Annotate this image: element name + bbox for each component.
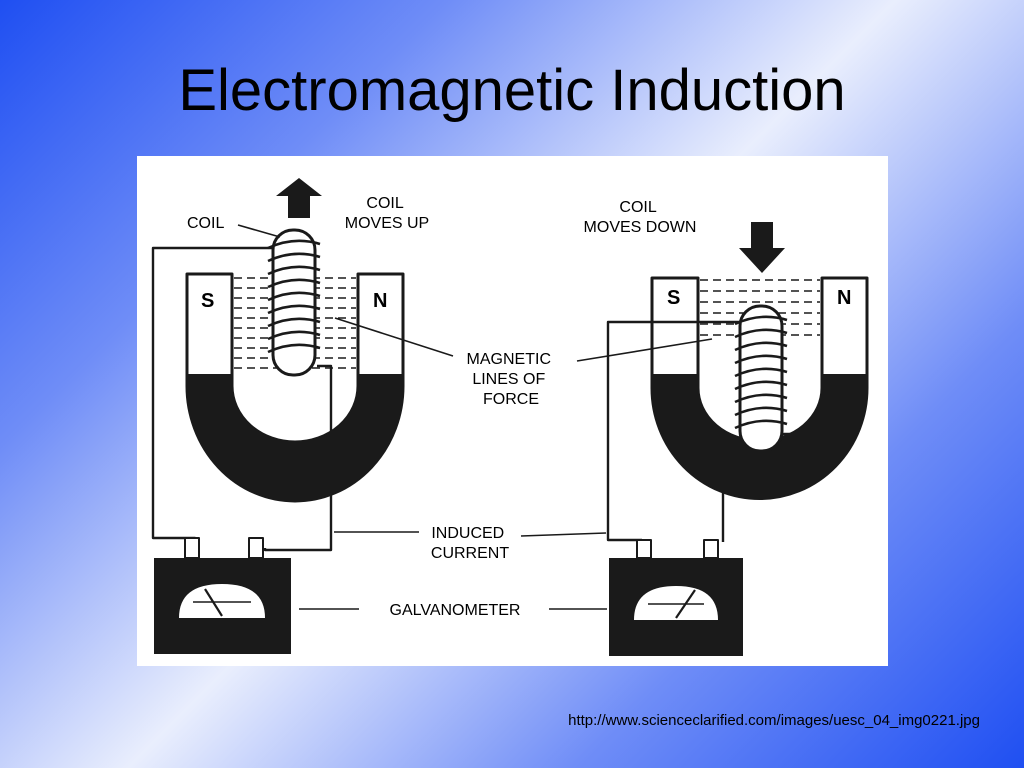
source-url: http://www.scienceclarified.com/images/u…	[568, 712, 980, 729]
induced-current-label: INDUCED CURRENT	[431, 525, 509, 562]
left-coil	[267, 228, 321, 377]
galvanometer-dial-icon	[634, 586, 718, 620]
galvanometer-label: GALVANOMETER	[390, 602, 521, 619]
right-wires	[606, 320, 797, 542]
magnetic-lines-label: MAGNETIC LINES OF FORCE	[467, 351, 556, 408]
left-apparatus: S N	[151, 178, 405, 654]
coil-label: COIL	[187, 215, 224, 232]
arrow-up-icon	[276, 178, 322, 218]
right-north-pole-label: N	[837, 287, 851, 309]
right-galvanometer	[609, 539, 743, 656]
left-galvanometer	[154, 537, 291, 654]
galvanometer-dial-icon	[179, 584, 265, 618]
left-magnetic-lines	[234, 277, 356, 369]
slide-title: Electromagnetic Induction	[178, 58, 846, 123]
coil-moves-down-label: COIL MOVES DOWN	[584, 199, 697, 236]
induction-diagram: S N	[137, 156, 888, 666]
leader-lines	[237, 224, 713, 610]
coil-moves-up-label: COIL MOVES UP	[345, 195, 429, 232]
left-south-pole-label: S	[201, 290, 214, 312]
right-apparatus: S N	[606, 222, 869, 656]
arrow-down-icon	[739, 222, 785, 273]
left-north-pole-label: N	[373, 290, 387, 312]
right-magnet-dark-part	[652, 374, 867, 499]
right-south-pole-label: S	[667, 287, 680, 309]
left-magnet-dark-part	[187, 374, 403, 501]
right-coil	[734, 304, 788, 453]
